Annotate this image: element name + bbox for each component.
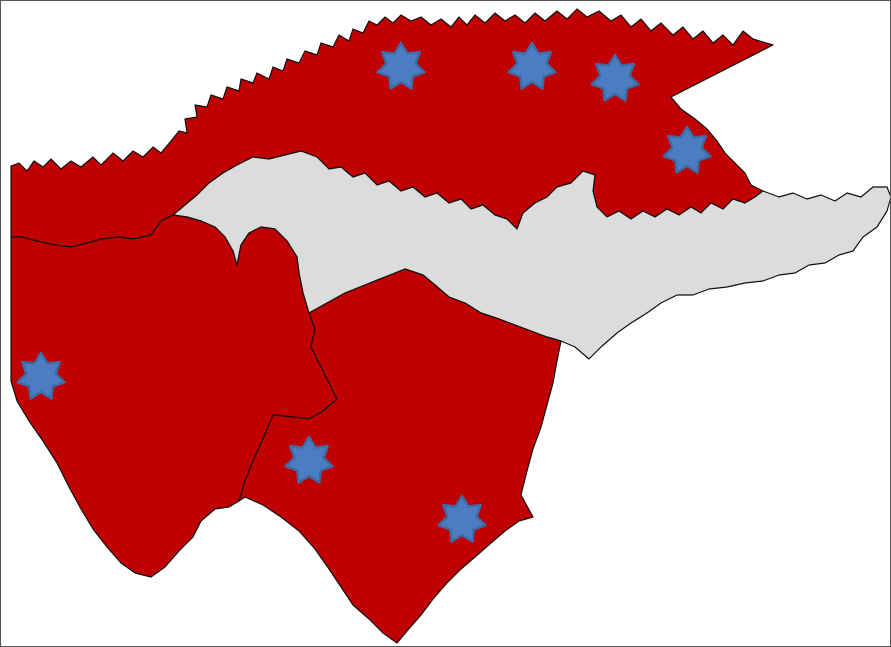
seven-point-star-icon[interactable] — [284, 435, 334, 484]
marker-layer — [16, 41, 712, 543]
seven-point-star-icon[interactable] — [662, 125, 712, 174]
seven-point-star-icon[interactable] — [16, 351, 66, 400]
seven-point-star-icon[interactable] — [507, 41, 557, 90]
seven-point-star-icon[interactable] — [437, 494, 487, 543]
seven-point-star-icon[interactable] — [376, 41, 426, 90]
seven-point-star-icon[interactable] — [590, 53, 640, 102]
region-south-county[interactable] — [238, 268, 562, 644]
